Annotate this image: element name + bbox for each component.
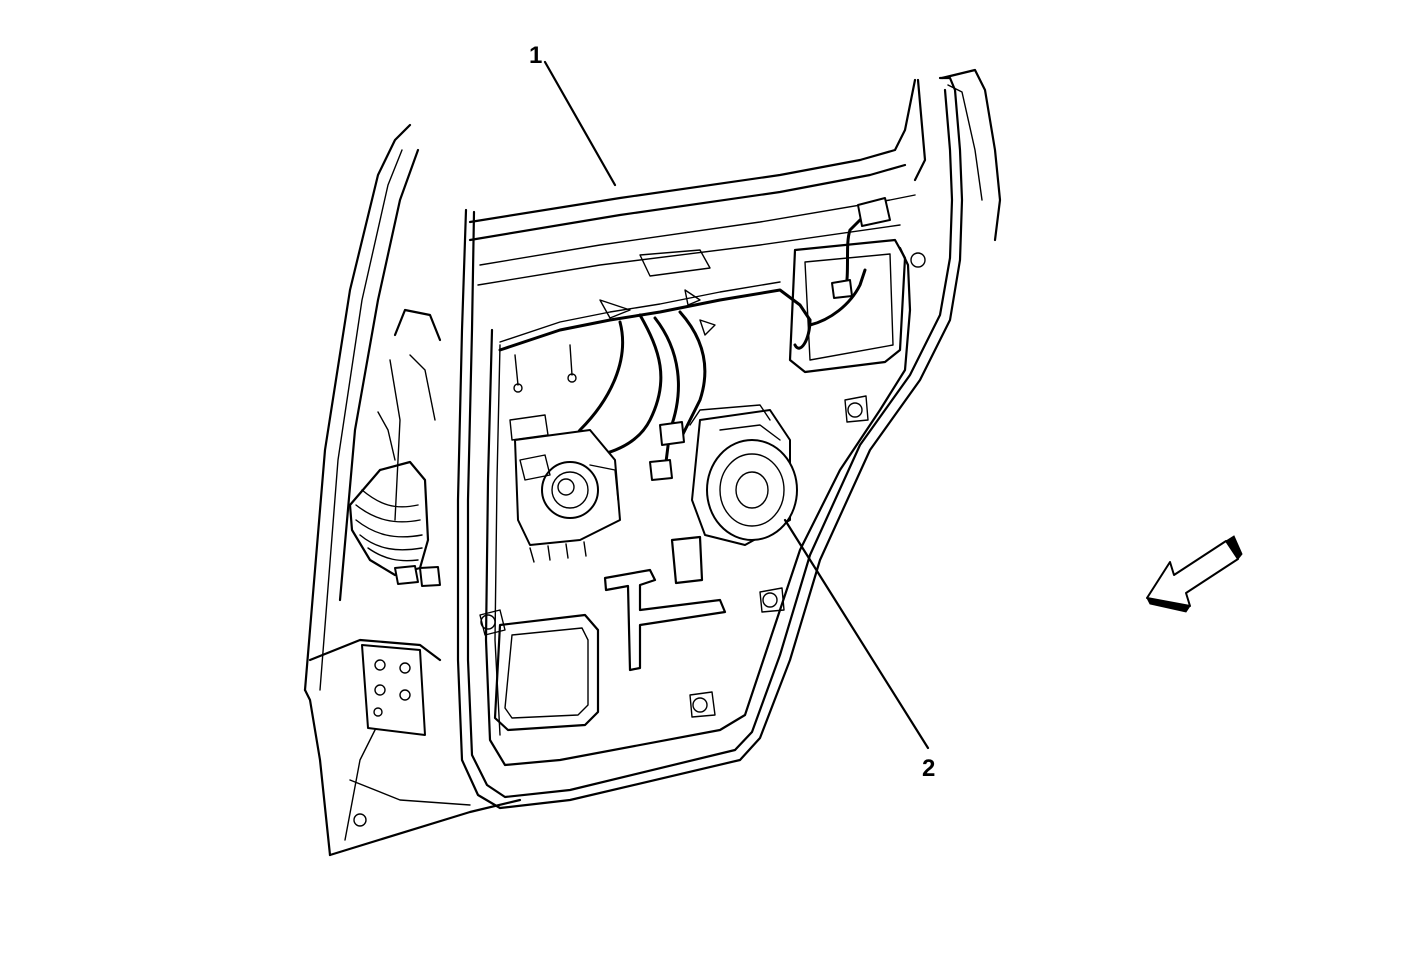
lock-actuator [509,414,621,563]
door-hinge [361,644,426,736]
door-wiring-harness [498,197,891,481]
rear-door-shell [456,68,1002,810]
door-speaker [689,404,798,546]
body-pillar-frame [303,123,522,857]
callout-leaders [543,60,930,750]
inner-door-panel [353,238,926,827]
callout-1-label: 1 [529,42,543,69]
wiring-harness-boot [348,411,441,587]
view-direction-arrow-icon [1146,535,1243,613]
callout-2-label: 2 [922,755,936,782]
window-opening [468,78,927,286]
